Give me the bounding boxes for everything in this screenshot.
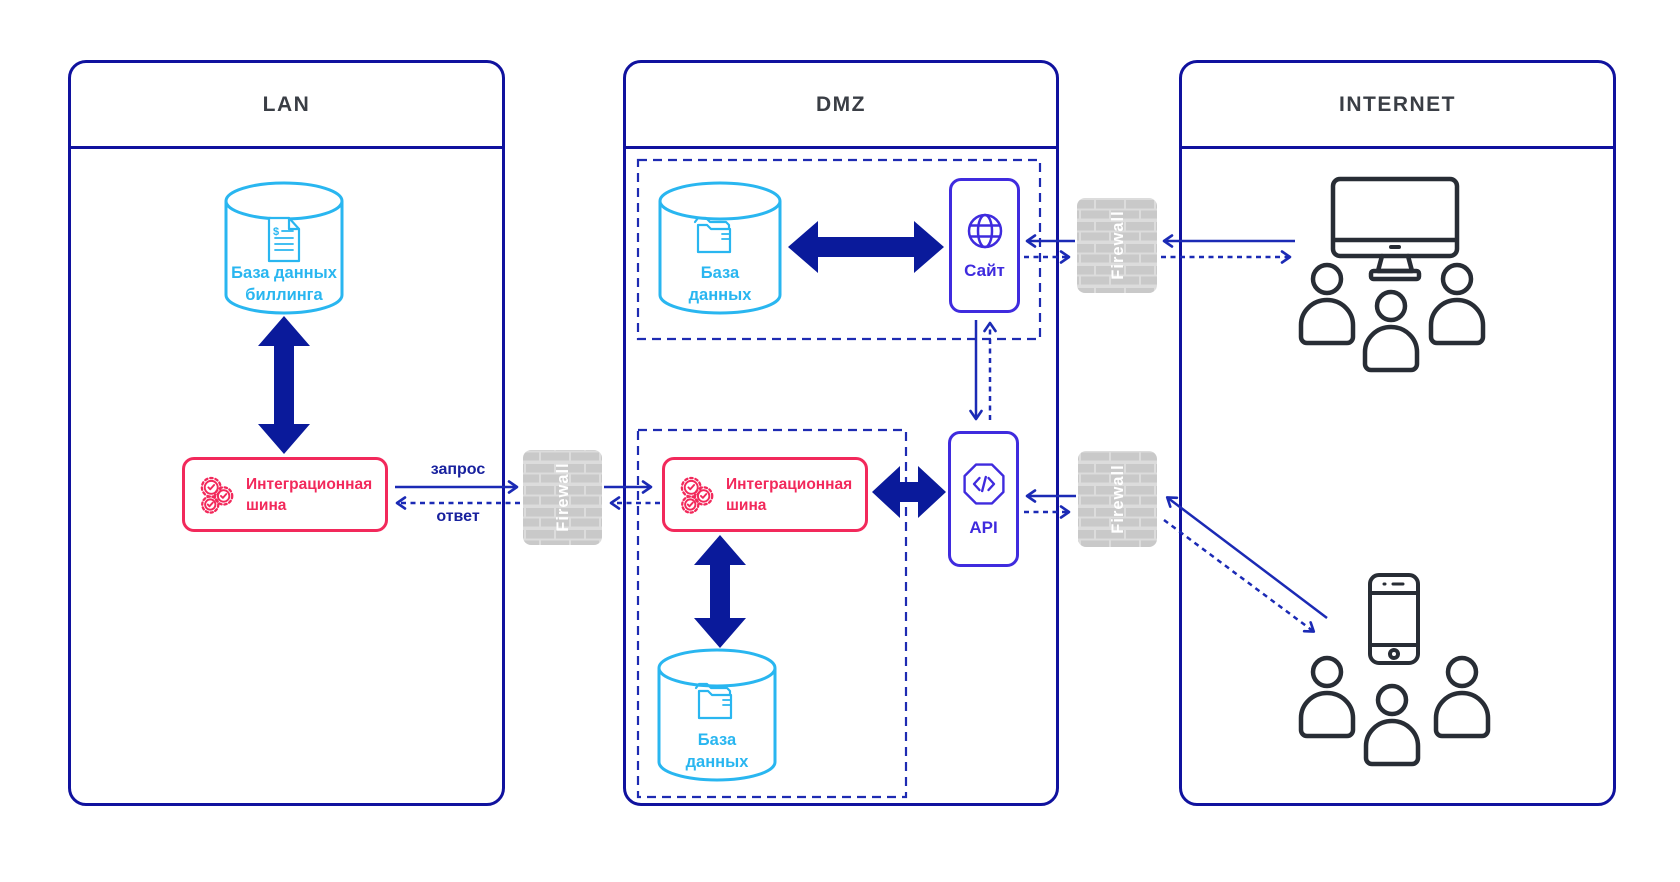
lan-bus-label-line2: шина — [246, 496, 287, 514]
desktop-computer-icon — [1330, 176, 1460, 282]
billing-db-label: База данных биллинга — [214, 262, 354, 306]
firewalls: Firewall Firewall Firewall — [523, 198, 1157, 547]
api-node: API — [948, 431, 1019, 567]
zone-lan-header: LAN — [71, 63, 502, 149]
response-label: ответ — [436, 508, 480, 525]
zone-lan-title: LAN — [262, 92, 311, 116]
site-database-cylinder — [658, 181, 782, 315]
bus-db-label-line1: База — [697, 731, 737, 749]
mobile-users — [1301, 658, 1488, 764]
api-code-icon — [962, 463, 1005, 505]
arrow-mobile-to-firewall — [1165, 496, 1328, 619]
user-icon — [1301, 265, 1353, 343]
bus-db-folder-icon — [694, 682, 733, 720]
firewall-lan-dmz-label: Firewall — [554, 462, 572, 531]
svg-text:$: $ — [273, 226, 279, 238]
smartphone-icon — [1368, 573, 1420, 665]
dmz-bus-subzone — [636, 428, 908, 799]
firewall-site-internet-label: Firewall — [1109, 210, 1127, 279]
billing-db-label-line2: биллинга — [245, 286, 323, 304]
firewall-lan-dmz — [523, 450, 602, 545]
zone-dmz-header: DMZ — [626, 63, 1056, 149]
firewall-api-internet — [1078, 451, 1157, 547]
user-icon — [1366, 686, 1418, 764]
site-db-label: База данных — [650, 262, 790, 306]
user-icon — [1436, 658, 1488, 736]
bus-database-cylinder — [657, 648, 777, 782]
zone-dmz-title: DMZ — [816, 92, 866, 116]
arrow-firewall-to-mobile — [1163, 518, 1316, 633]
zone-lan: LAN — [68, 60, 505, 806]
zone-internet-header: INTERNET — [1182, 63, 1613, 149]
bus-db-label-line2: данных — [685, 753, 749, 771]
lan-bus-label-line1: Интеграционная — [246, 475, 373, 493]
zone-internet-title: INTERNET — [1339, 92, 1456, 116]
arrow-billingdb-lanbus — [258, 316, 310, 454]
billing-document-icon: $ — [267, 216, 301, 263]
bus-db-label: База данных — [647, 729, 787, 773]
zone-internet: INTERNET — [1179, 60, 1616, 806]
billing-db-label-line1: База данных — [231, 264, 337, 282]
arrow-sitedb-site — [788, 221, 944, 273]
dmz-web-subzone — [636, 158, 1042, 341]
dmz-integration-bus: Интеграционная шина — [662, 457, 868, 532]
request-label: запрос — [430, 461, 486, 478]
thin-connectors — [395, 234, 1328, 633]
arrow-dmzbus-busdb — [694, 535, 746, 648]
arrow-dmzbus-api — [872, 466, 946, 518]
zone-dmz: DMZ — [623, 60, 1059, 806]
user-icon — [1301, 658, 1353, 736]
site-db-label-line1: База — [700, 264, 740, 282]
dmz-integration-bus-label: Интеграционная шина — [726, 474, 852, 516]
globe-icon — [967, 213, 1002, 248]
gears-icon — [200, 476, 234, 514]
firewall-api-internet-label: Firewall — [1109, 464, 1127, 533]
site-db-label-line2: данных — [688, 286, 752, 304]
gears-icon — [680, 476, 714, 514]
user-icon — [1431, 265, 1483, 343]
dmz-bus-label-line1: Интеграционная — [726, 475, 853, 493]
lan-integration-bus-label: Интеграционная шина — [246, 474, 372, 516]
dmz-bus-label-line2: шина — [726, 496, 767, 514]
lan-integration-bus: Интеграционная шина — [182, 457, 388, 532]
firewall-site-internet — [1077, 198, 1157, 293]
site-node: Сайт — [949, 178, 1020, 313]
user-icon — [1365, 292, 1417, 370]
site-label: Сайт — [964, 260, 1005, 280]
site-db-folder-icon — [693, 216, 732, 254]
api-label: API — [969, 518, 998, 537]
database-cylinders — [224, 181, 782, 782]
